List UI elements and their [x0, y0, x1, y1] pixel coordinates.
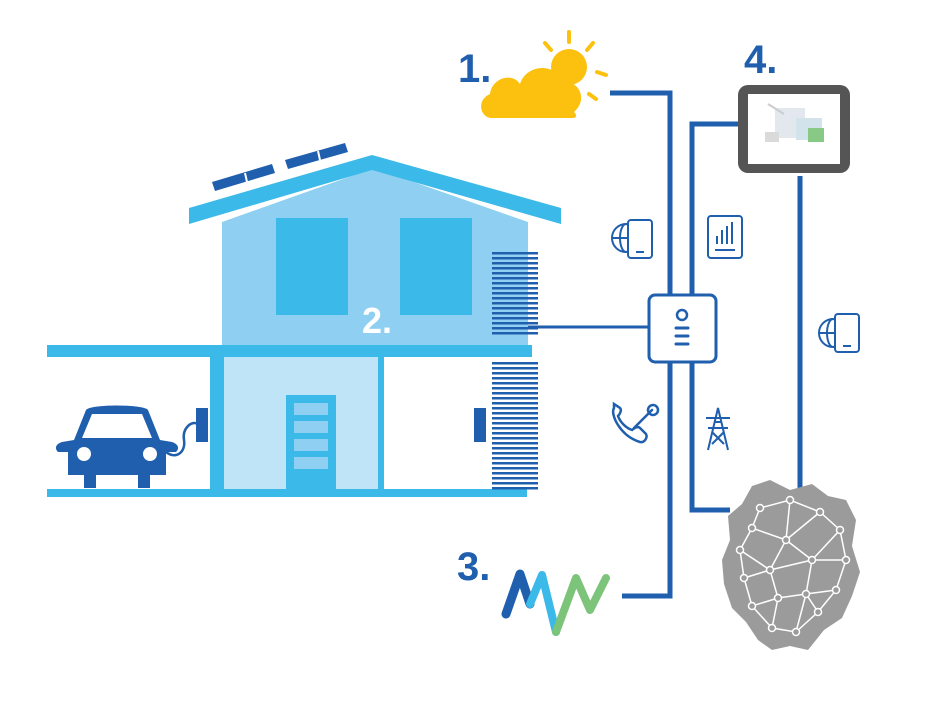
facade-stripe — [492, 262, 538, 265]
facade-stripe — [492, 392, 538, 395]
solar-panels — [212, 143, 348, 191]
cloud-shape — [481, 67, 582, 118]
facade-stripe — [492, 432, 538, 435]
facade-stripe — [492, 442, 538, 445]
upper-window-left — [276, 218, 348, 315]
facade-stripe — [492, 412, 538, 415]
power-pylon-icon — [706, 407, 730, 451]
facade-stripe — [492, 367, 538, 370]
globe-tablet-icon — [611, 219, 653, 259]
facade-stripe — [492, 382, 538, 385]
carport-roof — [47, 345, 532, 357]
mvv-logo — [501, 569, 610, 636]
facade-stripe — [492, 302, 538, 305]
facade-stripe — [492, 327, 538, 330]
facade-stripe — [492, 477, 538, 480]
facade-stripe — [492, 407, 538, 410]
front-door — [286, 395, 336, 491]
facade-stripe — [492, 307, 538, 310]
facade-stripe — [492, 402, 538, 405]
house — [47, 143, 561, 497]
monitor-tablet — [738, 85, 850, 173]
facade-stripe — [492, 417, 538, 420]
map-network-lines — [739, 499, 847, 633]
facade-stripes — [492, 252, 538, 490]
facade-stripe — [492, 462, 538, 465]
map-network-nodes — [735, 495, 851, 637]
step-1-label: 1. — [458, 47, 491, 91]
wall-charger — [196, 408, 208, 442]
facade-stripe — [492, 387, 538, 390]
facade-stripe — [492, 372, 538, 375]
facade-stripe — [492, 277, 538, 280]
facade-stripe — [492, 257, 538, 260]
house-corner-post — [378, 357, 384, 491]
facade-stripe — [492, 297, 538, 300]
monitor-screen-illustration — [765, 103, 824, 142]
charging-cable — [165, 421, 199, 457]
facade-stripe — [492, 287, 538, 290]
facade-stripe — [492, 422, 538, 425]
step-2-label: 2. — [362, 300, 392, 341]
facade-stripe — [492, 282, 538, 285]
facade-stripe — [492, 312, 538, 315]
step-3-label: 3. — [457, 545, 490, 589]
facade-stripe — [492, 332, 538, 335]
facade-stripe — [492, 472, 538, 475]
roof — [189, 155, 561, 224]
facade-stripe — [492, 272, 538, 275]
line-gateway-mvv — [622, 362, 673, 599]
germany-network-map — [722, 480, 860, 650]
electric-car-icon — [55, 405, 199, 488]
facade-stripe — [492, 267, 538, 270]
line-monitor-gateway — [689, 121, 740, 295]
sun-cloud-icon — [481, 30, 608, 118]
heat-pump-unit — [474, 408, 486, 442]
facade-stripe — [492, 362, 538, 365]
line-weather-gateway — [610, 90, 673, 295]
facade-stripe — [492, 467, 538, 470]
facade-stripe — [492, 482, 538, 485]
facade-stripe — [492, 447, 538, 450]
facade-stripe — [492, 397, 538, 400]
facade-stripe — [492, 377, 538, 380]
smart-meter-gateway-icon — [647, 293, 718, 364]
facade-stripe — [492, 292, 538, 295]
facade-stripe — [492, 487, 538, 490]
ground-line — [47, 489, 527, 497]
carport-post — [210, 357, 224, 491]
house-lower-wall-right — [382, 357, 492, 491]
facade-stripe — [492, 322, 538, 325]
upper-window-right — [400, 218, 472, 315]
facade-stripe — [492, 437, 538, 440]
bar-chart-tablet-icon — [707, 215, 743, 259]
step-4-label: 4. — [744, 38, 777, 82]
facade-stripe — [492, 427, 538, 430]
globe-tablet-icon-right — [818, 313, 860, 353]
facade-stripe — [492, 317, 538, 320]
phone-wrench-icon — [611, 401, 660, 444]
line-gateway-map — [689, 362, 730, 513]
facade-stripe — [492, 452, 538, 455]
facade-stripe — [492, 252, 538, 255]
sun-core — [551, 49, 587, 85]
facade-stripe — [492, 457, 538, 460]
